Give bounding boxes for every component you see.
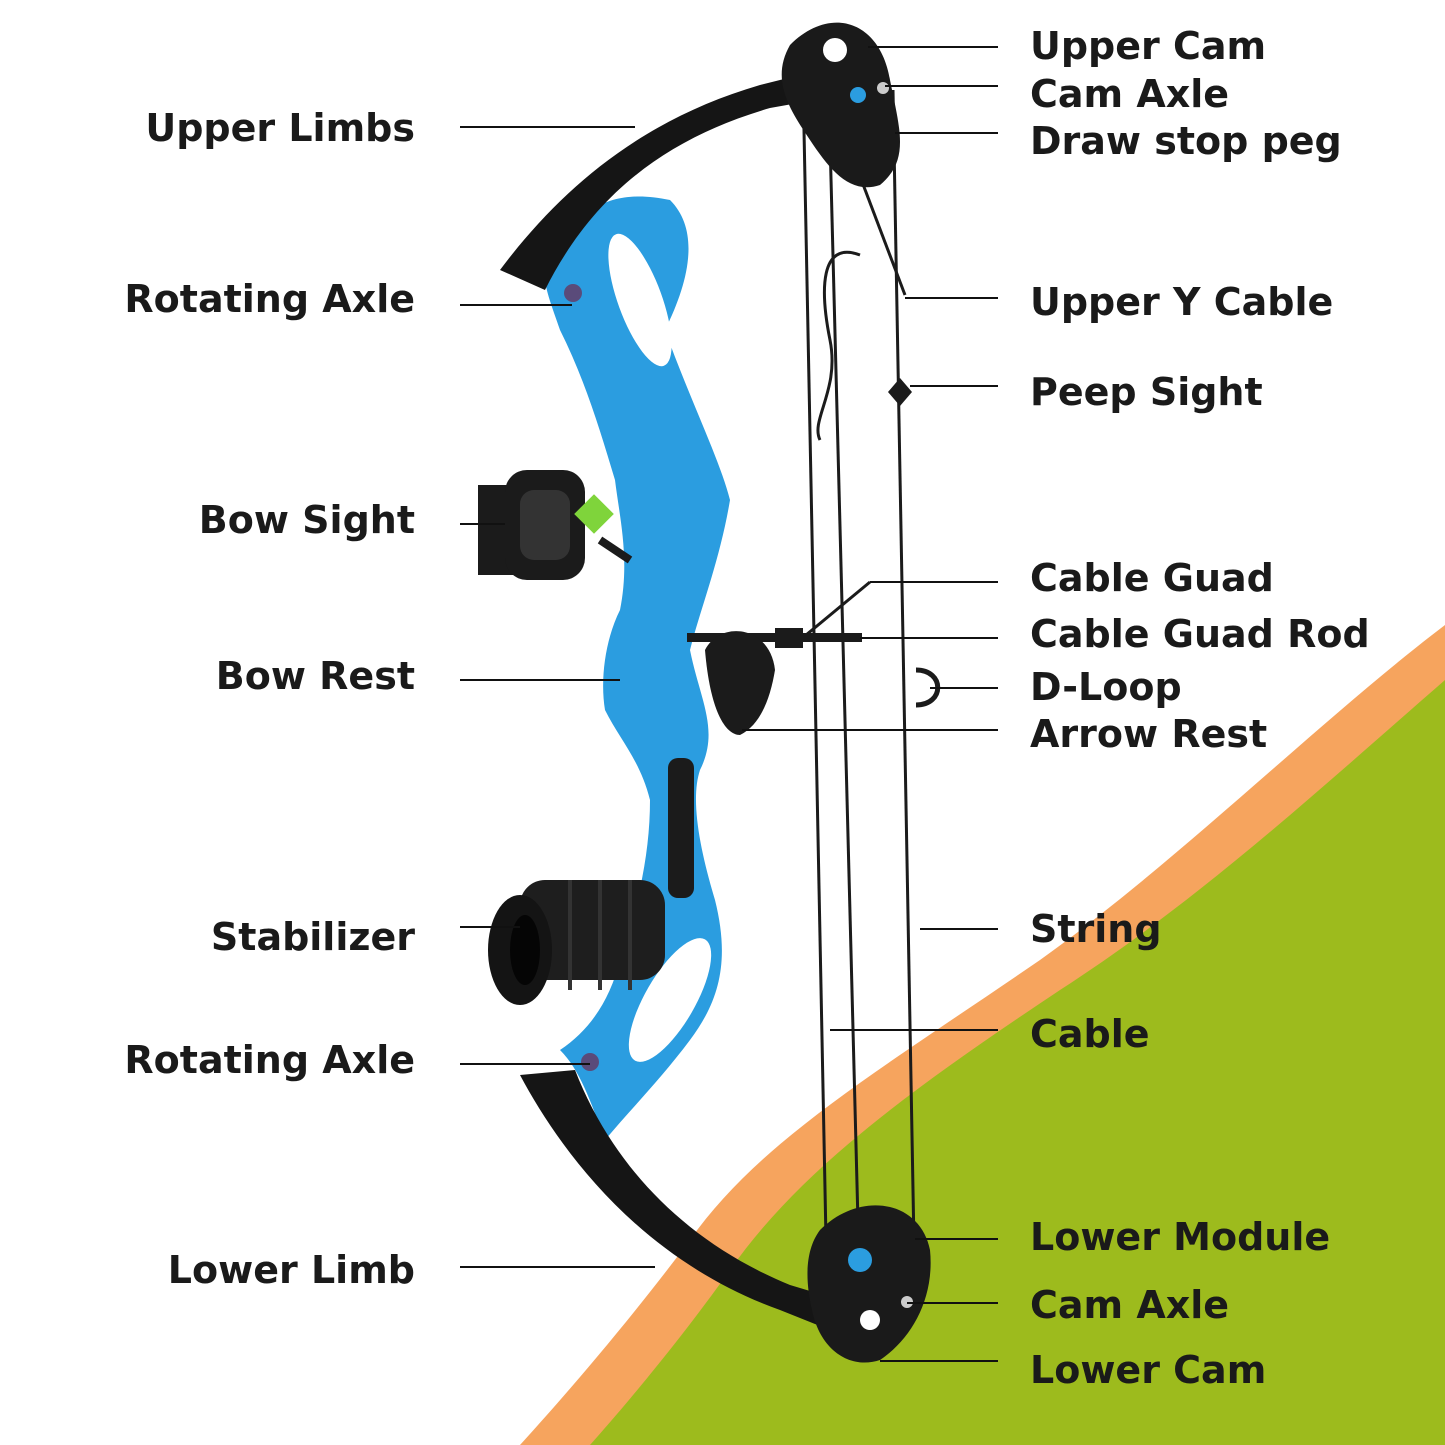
label-cable: Cable bbox=[1030, 1012, 1150, 1056]
lower-limb-shape bbox=[520, 1070, 840, 1330]
peep-sight-icon bbox=[888, 378, 912, 406]
cable-line-b bbox=[828, 139, 862, 1301]
y-cable-loop bbox=[816, 251, 861, 441]
label-bow-rest: Bow Rest bbox=[215, 654, 415, 698]
lower-cam-icon bbox=[807, 1205, 931, 1363]
label-arrow-rest: Arrow Rest bbox=[1030, 712, 1268, 756]
upper-limb-shape bbox=[500, 75, 815, 290]
label-cam-axle-bottom: Cam Axle bbox=[1030, 1283, 1230, 1327]
bow-strings bbox=[799, 79, 917, 1301]
rotating-axle-bottom-icon bbox=[581, 1053, 599, 1071]
leader-lines bbox=[460, 46, 998, 1362]
cable-guad-line bbox=[799, 580, 871, 642]
label-cable-guad-rod: Cable Guad Rod bbox=[1030, 612, 1370, 656]
label-d-loop: D-Loop bbox=[1030, 665, 1182, 709]
stabilizer-icon bbox=[488, 880, 665, 1005]
label-lower-module: Lower Module bbox=[1030, 1215, 1331, 1259]
riser-window-upper bbox=[608, 233, 672, 367]
label-stabilizer: Stabilizer bbox=[210, 915, 415, 959]
label-peep-sight: Peep Sight bbox=[1030, 370, 1263, 414]
label-rotating-axle-bottom: Rotating Axle bbox=[124, 1038, 415, 1082]
label-upper-cam: Upper Cam bbox=[1030, 24, 1267, 68]
upper-cam-icon bbox=[781, 22, 900, 188]
bow-sight-icon bbox=[478, 470, 633, 580]
label-lower-limb: Lower Limb bbox=[167, 1248, 415, 1292]
cable-line-a bbox=[801, 79, 829, 1291]
label-string: String bbox=[1030, 907, 1162, 951]
grip-pad bbox=[668, 758, 694, 898]
label-cable-guad: Cable Guad bbox=[1030, 556, 1274, 600]
rotating-axle-top-icon bbox=[564, 284, 582, 302]
label-draw-stop-peg: Draw stop peg bbox=[1030, 119, 1342, 163]
cam-axle-top-icon bbox=[877, 82, 889, 94]
label-cam-axle-top: Cam Axle bbox=[1030, 72, 1230, 116]
riser-body bbox=[543, 196, 730, 1140]
string-line bbox=[891, 89, 917, 1301]
label-upper-limbs: Upper Limbs bbox=[145, 106, 415, 150]
wave-green bbox=[590, 680, 1445, 1445]
label-lower-cam: Lower Cam bbox=[1030, 1348, 1267, 1392]
riser-window-lower bbox=[628, 938, 712, 1062]
arrow-rest-icon bbox=[687, 628, 862, 735]
label-rotating-axle-top: Rotating Axle bbox=[124, 277, 415, 321]
label-bow-sight: Bow Sight bbox=[198, 498, 415, 542]
label-upper-y-cable: Upper Y Cable bbox=[1030, 280, 1334, 324]
